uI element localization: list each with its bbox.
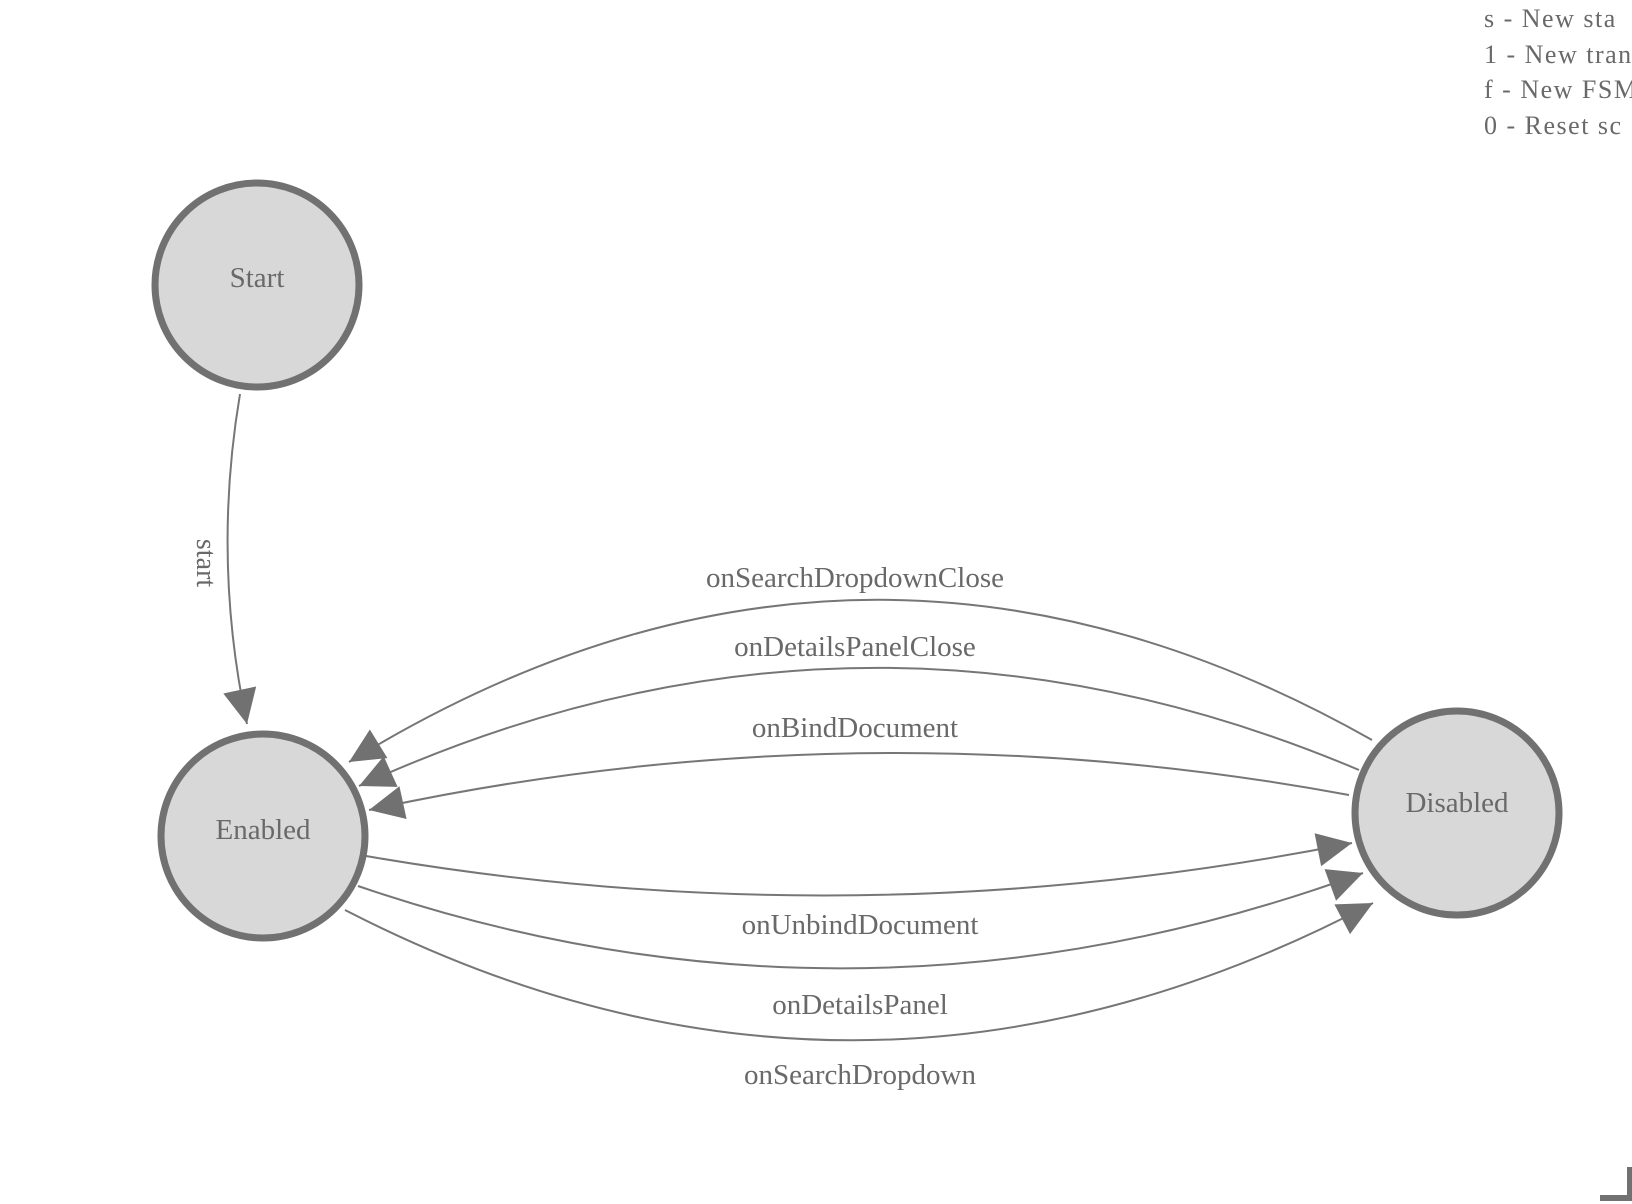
transition-onSearchDropdown-label[interactable]: onSearchDropdown [744, 1059, 976, 1091]
state-start-circle[interactable] [151, 179, 363, 391]
state-disabled-circle[interactable] [1351, 707, 1563, 919]
state-enabled-label: Enabled [215, 814, 311, 846]
transition-onDetailsPanel-label[interactable]: onDetailsPanel [772, 989, 948, 1021]
transition-start-label[interactable]: start [190, 539, 221, 587]
state-disabled-label: Disabled [1405, 787, 1509, 819]
transition-onSearchDropdownClose-curve[interactable] [348, 598, 1373, 763]
canvas-corner-bracket [1600, 1167, 1632, 1201]
legend-line-new-state: s - New sta [1484, 4, 1617, 33]
transition-onBindDocument-label[interactable]: onBindDocument [752, 712, 958, 744]
transition-onBindDocument-curve[interactable] [368, 751, 1350, 820]
legend-line-reset: 0 - Reset sc [1484, 111, 1623, 140]
transition-onDetailsPanelClose: onDetailsPanelClose [358, 631, 1360, 787]
transition-onDetailsPanelClose-label[interactable]: onDetailsPanelClose [734, 631, 976, 663]
state-start-label: Start [230, 262, 285, 294]
transition-onSearchDropdownClose-label[interactable]: onSearchDropdownClose [706, 562, 1004, 594]
transition-start-curve[interactable] [223, 393, 257, 725]
state-start: Start [151, 179, 363, 391]
transition-onUnbindDocument: onUnbindDocument [365, 833, 1353, 941]
legend-line-new-fsm: f - New FSM [1484, 75, 1632, 104]
transition-onBindDocument: onBindDocument [368, 712, 1350, 820]
transition-onUnbindDocument-label[interactable]: onUnbindDocument [742, 909, 979, 941]
transition-onDetailsPanelClose-curve[interactable] [358, 666, 1360, 787]
transition-onDetailsPanel: onDetailsPanel [357, 869, 1364, 1021]
transition-start: start [190, 393, 257, 725]
corner-bracket-horizontal-bar [1600, 1195, 1632, 1201]
transition-onUnbindDocument-curve[interactable] [365, 833, 1353, 897]
state-enabled-circle[interactable] [157, 730, 369, 942]
state-disabled: Disabled [1351, 707, 1563, 919]
legend-line-new-transition: 1 - New tran [1484, 40, 1632, 69]
corner-bracket-vertical-bar [1627, 1167, 1632, 1201]
legend: s - New sta 1 - New tran f - New FSM 0 -… [1484, 4, 1632, 140]
transition-onSearchDropdownClose: onSearchDropdownClose [348, 562, 1373, 763]
transition-onDetailsPanel-curve[interactable] [357, 869, 1364, 970]
transition-onSearchDropdown-curve[interactable] [344, 902, 1374, 1042]
transition-onSearchDropdown: onSearchDropdown [344, 902, 1374, 1091]
state-enabled: Enabled [157, 730, 369, 942]
